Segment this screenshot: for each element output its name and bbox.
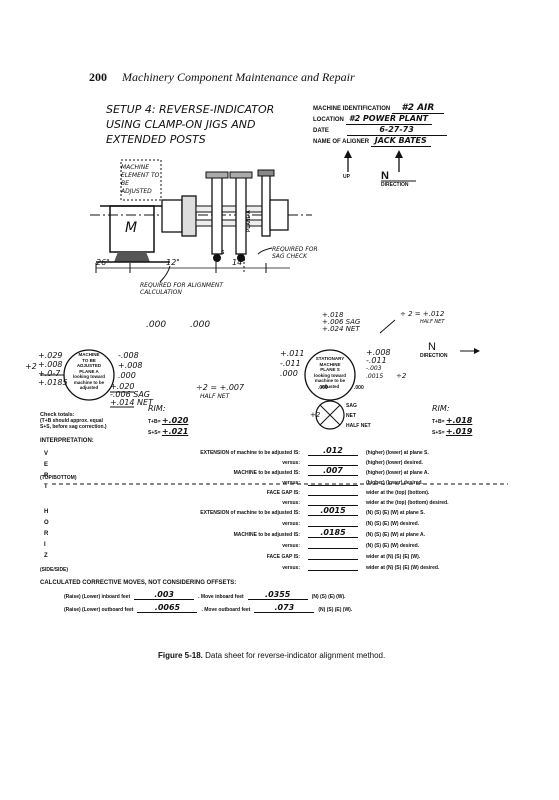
h-value-2: .0185 bbox=[308, 528, 358, 538]
zero-b: .000 bbox=[354, 385, 364, 391]
half-eq: ÷2 = +.007 bbox=[196, 383, 245, 392]
setup-title-line1: SETUP 4: REVERSE-INDICATOR bbox=[106, 103, 275, 116]
topbottom-label: (TOP/BOTTOM) bbox=[40, 475, 77, 481]
tb2-value: +.018 bbox=[445, 416, 473, 425]
page-number: 200 bbox=[89, 70, 107, 84]
machine-m-label: M bbox=[125, 220, 138, 236]
mid-reading-0: -.008 bbox=[118, 351, 139, 360]
v-value-2: .007 bbox=[308, 466, 358, 476]
r-col2: +.008 -.011 -.003 .0015 bbox=[366, 348, 391, 381]
n-label-2: N bbox=[428, 341, 436, 353]
machine-foot bbox=[114, 252, 150, 262]
rim-1-values: T+B= +.020 S+S= +.021 bbox=[148, 416, 189, 436]
sag-x-circle bbox=[315, 400, 345, 430]
aligner-label: NAME OF ALIGNER bbox=[313, 139, 370, 145]
up-arrowhead-icon bbox=[344, 150, 352, 158]
setup-title: SETUP 4: REVERSE-INDICATOR USING CLAMP-O… bbox=[106, 102, 274, 147]
check-totals-note: Check totals: (T+B should approx. equal … bbox=[40, 412, 107, 430]
machine-info-form: MACHINE IDENTIFICATION #2 AIR LOCATION #… bbox=[313, 103, 447, 147]
machine-element-label: MACHINE ELEMENT TO BE ADJUSTED bbox=[121, 164, 160, 195]
setup-title-line3: EXTENDED POSTS bbox=[106, 133, 206, 146]
s-label: S bbox=[221, 250, 225, 256]
page-header: 200 Machinery Component Maintenance and … bbox=[89, 70, 355, 85]
reading-top-left-b: .000 bbox=[190, 320, 211, 330]
rim-2-label: RIM: bbox=[432, 404, 450, 413]
half-net: HALF NET bbox=[200, 393, 230, 400]
required-alignment-note: REQUIRED FOR ALIGNMENT CALCULATION bbox=[140, 282, 224, 296]
corrective-row-1: (Raise) (Lower) inboard feet .003 . Move… bbox=[64, 590, 346, 600]
reading-top-left-a: .000 bbox=[146, 320, 167, 330]
dim-26: 26" bbox=[96, 258, 110, 267]
aligner-value: JACK BATES bbox=[370, 136, 431, 147]
top-right-sag-calc: +.018 +.006 SAG +.024 NET bbox=[322, 311, 361, 333]
dim-14: 14" bbox=[232, 258, 246, 267]
ss2-value: +.019 bbox=[445, 427, 473, 436]
top-right-div: ÷ 2 = +.012 bbox=[400, 310, 445, 318]
left-reading-0: +.029 bbox=[38, 351, 63, 360]
figure-number: Figure 5-18. bbox=[158, 651, 203, 660]
left-reading-1: +.008 bbox=[38, 360, 63, 369]
calc-2: -.006 SAG bbox=[110, 390, 150, 399]
left-reading-2: +.0-7 bbox=[38, 369, 61, 378]
mid-reading-1: +.008 bbox=[118, 361, 143, 370]
plus2-right: +2 bbox=[310, 411, 321, 419]
direction-label-2: DIRECTION bbox=[420, 353, 448, 359]
mid-reading-2: .000 bbox=[118, 371, 136, 380]
mid-readings-col: -.008 +.008 .000 bbox=[118, 351, 143, 381]
north-label: N bbox=[381, 170, 389, 182]
rim-2-values: T+B= +.018 S+S= +.019 bbox=[432, 416, 473, 436]
sag-word: SAG bbox=[346, 403, 357, 409]
horizontal-rows: EXTENSION of machine to be adjusted IS:.… bbox=[200, 506, 440, 571]
location-label: LOCATION bbox=[313, 117, 344, 123]
machine-id-label: MACHINE IDENTIFICATION bbox=[313, 106, 391, 112]
outboard-move-value: .073 bbox=[254, 603, 315, 613]
inboard-move-value: .0355 bbox=[247, 590, 308, 600]
corrective-heading: CALCULATED CORRECTIVE MOVES, NOT CONSIDE… bbox=[40, 580, 237, 586]
dim-12: 12" bbox=[166, 258, 180, 267]
horiz-letters: H O R I Z bbox=[44, 509, 49, 559]
running-title: Machinery Component Maintenance and Repa… bbox=[122, 70, 355, 84]
left-plus2: +2 bbox=[25, 362, 37, 371]
calc-1: +.020 bbox=[110, 382, 135, 391]
outboard-raise-value: .0065 bbox=[137, 603, 198, 613]
machine-id-value: #2 AIR bbox=[391, 103, 444, 114]
plane-a-vertical-label: PLANE A bbox=[246, 210, 252, 232]
inboard-raise-value: .003 bbox=[134, 590, 195, 600]
figure-caption: Figure 5-18. Data sheet for reverse-indi… bbox=[158, 651, 385, 660]
stationary-circle-text: STATIONARY MACHINE PLANE S looking towar… bbox=[314, 356, 346, 389]
machine-circle-text: MACHINE TO BE ADJUSTED PLANE A looking t… bbox=[73, 352, 105, 390]
vert-letters: V E R T bbox=[44, 451, 49, 490]
h-value-0: .0015 bbox=[308, 506, 358, 516]
up-label: UP bbox=[343, 174, 350, 180]
sideside-label: (SIDE/SIDE) bbox=[40, 567, 69, 573]
ss1-value: +.021 bbox=[161, 427, 189, 436]
interpretation-heading: INTERPRETATION: bbox=[40, 438, 94, 444]
north-arrowhead-icon bbox=[395, 150, 403, 158]
left-reading-3: +.0185 bbox=[38, 378, 68, 387]
v-value-0: .012 bbox=[308, 446, 358, 456]
net-word: NET bbox=[346, 413, 356, 419]
left-readings-col: +.029 +.008 +.0-7 +.0185 bbox=[38, 351, 68, 387]
calc-3: +.014 NET bbox=[110, 398, 153, 407]
half-net-word: HALF NET bbox=[346, 423, 371, 429]
corrective-row-2: (Raise) (Lower) outboard feet .0065 . Mo… bbox=[64, 603, 353, 613]
setup-title-line2: USING CLAMP-ON JIGS AND bbox=[106, 118, 256, 131]
right-readings-col: +.011 -.011 .000 bbox=[280, 349, 305, 378]
stationary-plane-s-circle bbox=[304, 349, 356, 401]
direction-label: DIRECTION bbox=[381, 182, 409, 188]
sag-calc: +.020 -.006 SAG +.014 NET bbox=[110, 383, 153, 407]
rim-1-label: RIM: bbox=[148, 404, 166, 413]
top-right-half: HALF NET bbox=[420, 319, 445, 325]
tb1-value: +.020 bbox=[161, 416, 189, 425]
required-sag-check-note: REQUIRED FOR SAG CHECK bbox=[272, 246, 318, 260]
r-div: ÷2 bbox=[396, 372, 407, 380]
machine-element-box bbox=[120, 159, 162, 201]
zero-a: .000 bbox=[318, 385, 328, 391]
date-value: 6-27-73 bbox=[346, 125, 447, 136]
date-label: DATE bbox=[313, 128, 329, 134]
vertical-rows: EXTENSION of machine to be adjusted IS:.… bbox=[200, 446, 449, 506]
location-value: #2 POWER PLANT bbox=[345, 114, 432, 125]
figure-text: Data sheet for reverse-indicator alignme… bbox=[205, 651, 386, 660]
